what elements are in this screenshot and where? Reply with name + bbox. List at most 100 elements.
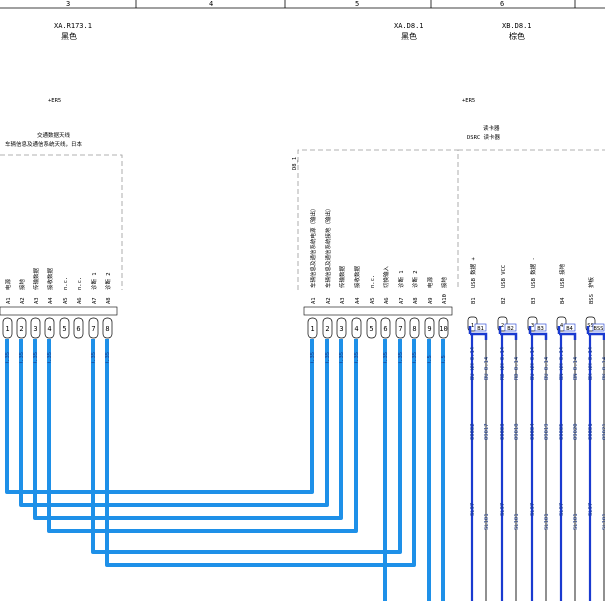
ruler-6: 6 xyxy=(500,0,504,8)
unit-pin-code: A6 xyxy=(384,297,390,304)
antenna-pin-socket xyxy=(73,317,84,339)
wire-routes xyxy=(5,363,445,601)
antenna-pin-label: 接收数据 xyxy=(46,267,54,290)
usb-wire-id: 09004 xyxy=(530,423,536,440)
usb-shield-wire-id: 09018 xyxy=(514,423,520,440)
usb-shield-bracket xyxy=(586,326,605,340)
antenna-pin-code: A3 xyxy=(34,297,40,304)
antenna-pin-label: 传输数据 xyxy=(32,267,40,290)
left-pins-label: +ER5 xyxy=(48,98,61,104)
antenna-pin-code: A1 xyxy=(6,297,12,304)
harness-route xyxy=(19,363,329,507)
antenna-pin-number: 6 xyxy=(76,325,80,333)
antenna-pin-socket xyxy=(102,317,113,339)
unit-pin-number: 3 xyxy=(339,325,343,333)
usb-pin-number: SS xyxy=(587,323,594,329)
usb-pin-code: B2 xyxy=(501,297,507,304)
usb-shield-box xyxy=(474,323,487,332)
usb-wire-label: BU WH 0.14 xyxy=(530,346,536,380)
usb-shield-box xyxy=(563,323,576,332)
usb-wire-label: BU WH 0.14 xyxy=(470,346,476,380)
antenna-pin-code: A5 xyxy=(63,297,69,304)
antenna-pin-number: 4 xyxy=(47,325,51,333)
antenna-pin-socket xyxy=(16,317,27,339)
harness-route xyxy=(47,363,358,533)
antenna-connector-body xyxy=(0,306,118,316)
usb-pin-number: 3 xyxy=(531,323,534,329)
unit-pin-socket xyxy=(351,317,362,339)
connector-right-code: XB.D8.1 xyxy=(502,22,532,30)
unit-pin-code: A7 xyxy=(399,297,405,304)
usb-shield-box xyxy=(534,323,547,332)
unit-pin-code: A1 xyxy=(311,297,317,304)
unit-pin-socket xyxy=(409,317,420,339)
unit-pin-label: 电源 xyxy=(426,276,434,288)
antenna-title: 交通数据天线 xyxy=(37,131,71,139)
usb-shield-wire-id: 09017 xyxy=(484,423,490,440)
usb-shield-label: BSS xyxy=(594,326,604,332)
usb-pin-number: 1 xyxy=(471,323,474,329)
usb-shield-bracket xyxy=(468,326,488,340)
unit-pin-label: 车辆信息及通信系统电源（输出） xyxy=(309,205,317,288)
antenna-pin-socket xyxy=(30,317,41,339)
usb-shield-wire-label: RD 0.14 xyxy=(514,356,520,380)
usb-pin-label: USB VCC xyxy=(501,265,507,288)
usb-shield-wire-label: BU 0.14 xyxy=(544,356,550,380)
usb-shield-wire-id: 09021 xyxy=(602,423,605,440)
usb-shield-label: B1 xyxy=(477,326,484,332)
usb-shield-label: B4 xyxy=(566,326,573,332)
usb-wire-id: 09005 xyxy=(559,423,565,440)
antenna-pin-socket xyxy=(59,317,70,339)
usb-pin-label: 护板 xyxy=(587,276,595,288)
antenna-pin-label: n.c. xyxy=(63,277,69,290)
unit-pin-code: A5 xyxy=(370,297,376,304)
antenna-pin-socket xyxy=(2,317,13,339)
unit-pin-number: 9 xyxy=(427,325,431,333)
usb-wire-label: BN WH 0.14 xyxy=(559,346,565,380)
unit-pin-socket xyxy=(366,317,377,339)
antenna-pin-socket xyxy=(88,317,99,339)
usb-shield-bracket xyxy=(557,326,577,340)
usb-pin-number: 4 xyxy=(560,323,564,329)
antenna-pin-number: 8 xyxy=(105,325,109,333)
usb-shield-wire-label: BU 0.14 xyxy=(484,356,490,380)
usb-pin-code: B1 xyxy=(471,297,477,304)
connector-middle-code: XA.D8.1 xyxy=(394,22,424,30)
usb-wire-label: RD WH 0.14 xyxy=(500,346,506,380)
harness-route xyxy=(33,363,343,520)
ruler-5: 5 xyxy=(355,0,359,8)
usb-wire-id: 09001 xyxy=(588,423,594,440)
connector-left-color: 黑色 xyxy=(61,31,77,41)
usb-pin-label: USB 接地 xyxy=(558,263,566,288)
antenna-pin-label: 诊断 1 xyxy=(90,272,98,290)
unit-pin-socket xyxy=(322,317,333,339)
unit-pin-label: 诊断 2 xyxy=(411,270,419,288)
antenna-pin-number: 1 xyxy=(5,325,9,333)
antenna-pin-code: A7 xyxy=(92,297,98,304)
antenna-pin-code: A6 xyxy=(77,297,83,304)
usb-pin-code: B4 xyxy=(560,297,566,304)
usb-pin-code: BSS xyxy=(589,294,595,304)
unit-pin-code: A8 xyxy=(413,297,419,304)
usb-splice-label-2: SL101 xyxy=(602,513,605,530)
usb-shield-wire-id: 09020 xyxy=(573,423,579,440)
usb-shield-wire-id: 09019 xyxy=(544,423,550,440)
grid-ruler: 3 4 5 6 xyxy=(0,0,605,9)
antenna-subtitle: 车辆信息及通信系统天线，日本 xyxy=(5,140,83,148)
usb-pin-label: USB 数据 + xyxy=(469,256,477,288)
usb-shield-wire-label: BK 0.14 xyxy=(602,356,605,380)
reader-title: 读卡器 xyxy=(483,124,500,132)
antenna-pin-label: 电源 xyxy=(4,278,12,290)
usb-pin-label: USB 数据 - xyxy=(529,257,537,288)
antenna-pin-number: 5 xyxy=(62,325,66,333)
usb-splice-label-2: SL101 xyxy=(544,513,550,530)
usb-wire-id: 09003 xyxy=(500,423,506,440)
unit-pin-label: n.c. xyxy=(370,275,376,288)
antenna-pin-number: 7 xyxy=(91,325,95,333)
antenna-pin-socket xyxy=(44,317,55,339)
antenna-pin-label: n.c. xyxy=(77,277,83,290)
connector-right-color: 棕色 xyxy=(509,31,525,41)
unit-pin-socket xyxy=(438,317,449,339)
